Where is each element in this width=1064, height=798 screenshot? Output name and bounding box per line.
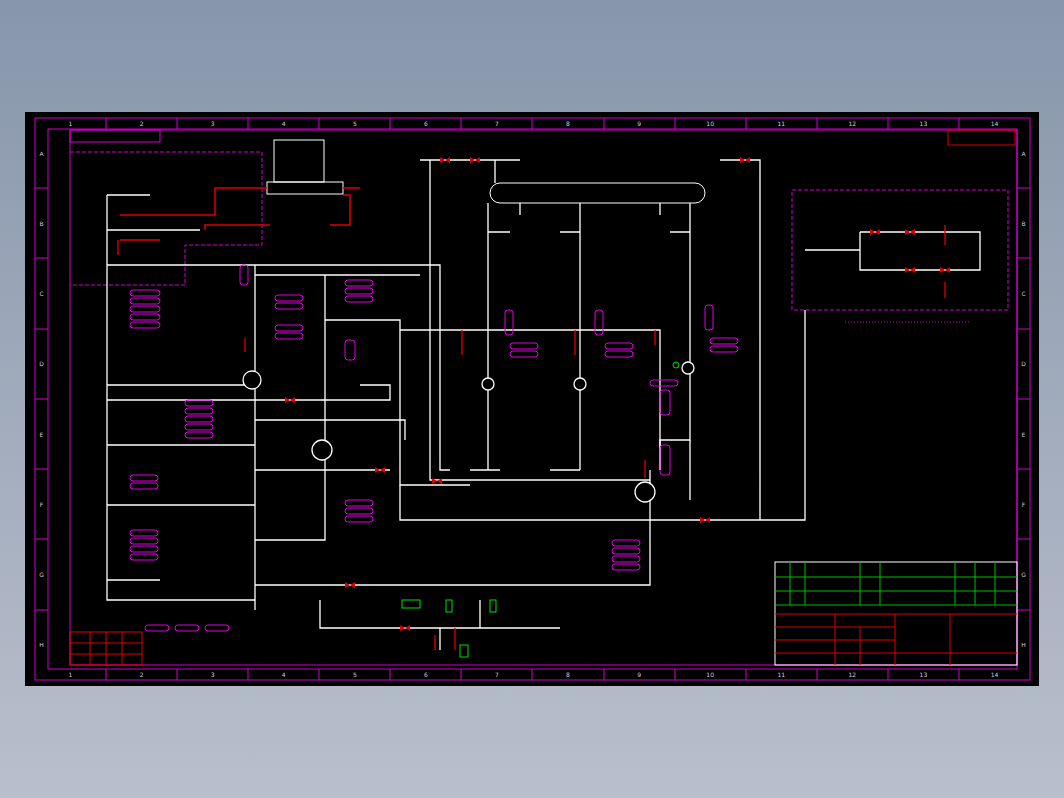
grid-reference: 5 xyxy=(353,120,357,127)
green-mark xyxy=(402,362,679,657)
grid-reference: 1 xyxy=(69,671,73,678)
grid-reference: 13 xyxy=(920,120,928,127)
grid-reference: H xyxy=(39,641,44,648)
package-boundary xyxy=(70,152,1008,322)
grid-reference: 11 xyxy=(777,120,785,127)
grid-reference: 10 xyxy=(706,671,714,678)
grid-reference: F xyxy=(40,501,43,508)
grid-reference: G xyxy=(39,571,44,578)
instrument-tag xyxy=(130,265,738,631)
grid-reference: B xyxy=(1021,220,1025,227)
grid-reference: 12 xyxy=(849,671,857,678)
grid-reference: 8 xyxy=(566,120,570,127)
grid-reference: H xyxy=(1021,641,1026,648)
valve-symbol xyxy=(285,157,950,631)
grid-reference: C xyxy=(39,290,43,297)
frame xyxy=(35,118,1030,680)
grid-reference: 1 xyxy=(69,120,73,127)
grid-reference: C xyxy=(1021,290,1025,297)
title-block xyxy=(70,562,1017,665)
grid-reference: B xyxy=(39,220,43,227)
grid-reference: D xyxy=(39,360,44,367)
grid-reference: 13 xyxy=(920,671,928,678)
grid-reference: D xyxy=(1021,360,1026,367)
grid-reference: 10 xyxy=(706,120,714,127)
tank xyxy=(267,140,705,203)
grid-reference: 2 xyxy=(140,120,144,127)
grid-reference: A xyxy=(1021,150,1025,157)
grid-reference: 6 xyxy=(424,671,428,678)
grid-reference: 7 xyxy=(495,120,499,127)
grid-reference: 2 xyxy=(140,671,144,678)
grid-reference: 11 xyxy=(777,671,785,678)
grid-reference: 12 xyxy=(849,120,857,127)
grid-reference: 14 xyxy=(991,120,999,127)
grid-reference: 9 xyxy=(637,120,641,127)
grid-reference: E xyxy=(40,431,44,438)
hot-line xyxy=(120,188,360,240)
red-drop-line xyxy=(118,225,945,650)
grid-reference: 5 xyxy=(353,671,357,678)
drawing-ground xyxy=(25,112,1039,686)
grid-reference: 3 xyxy=(211,120,215,127)
grid-reference: 8 xyxy=(566,671,570,678)
grid-reference: 4 xyxy=(282,671,286,678)
grid-reference: 6 xyxy=(424,120,428,127)
grid-reference: F xyxy=(1022,501,1025,508)
grid-reference: 7 xyxy=(495,671,499,678)
grid-reference: 4 xyxy=(282,120,286,127)
frame-ticks xyxy=(35,118,1030,680)
grid-reference: 9 xyxy=(637,671,641,678)
grid-reference: 14 xyxy=(991,671,999,678)
grid-reference: G xyxy=(1021,571,1026,578)
grid-reference: A xyxy=(39,150,43,157)
grid-reference: E xyxy=(1022,431,1026,438)
grid-reference: 3 xyxy=(211,671,215,678)
pump-symbol xyxy=(243,362,694,502)
